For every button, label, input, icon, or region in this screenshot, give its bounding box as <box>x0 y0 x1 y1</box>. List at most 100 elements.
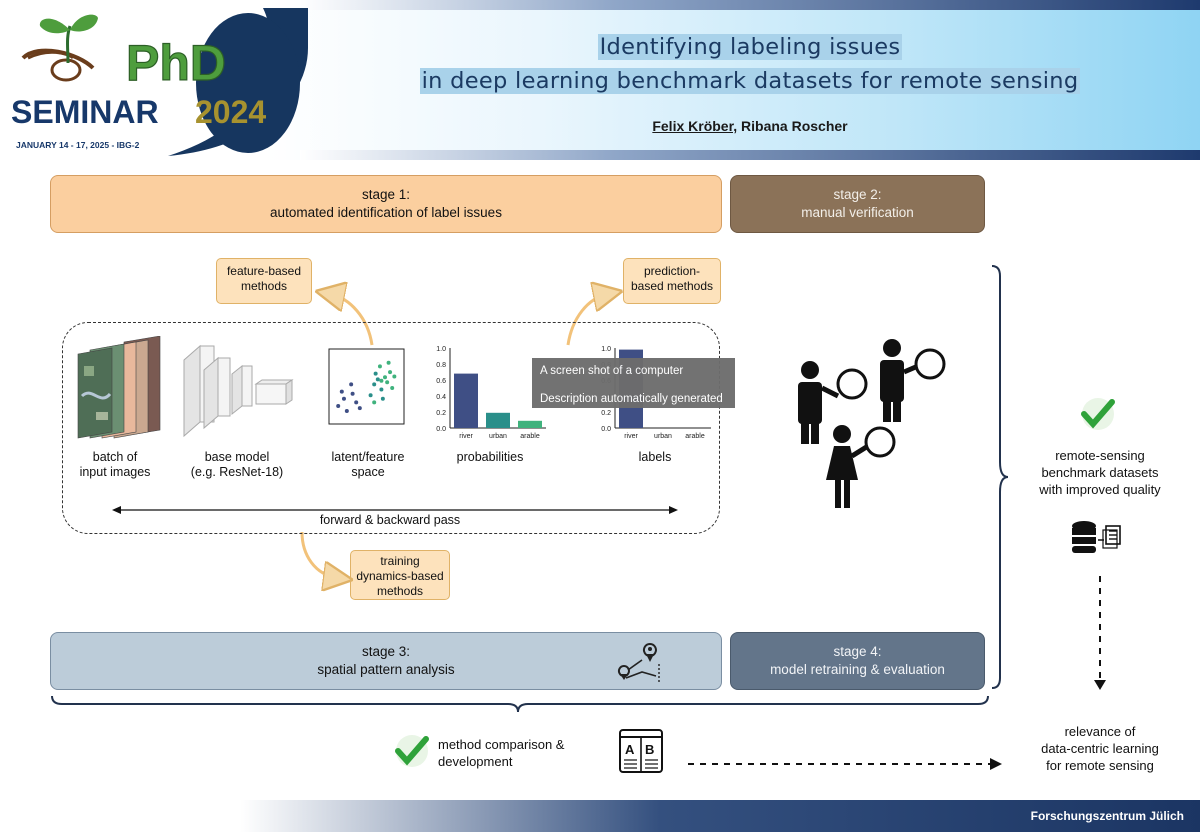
latent-space-label-1: latent/feature <box>331 450 405 464</box>
ab-icon-a: A <box>625 742 635 757</box>
probabilities-label: probabilities <box>456 450 524 464</box>
base-model-icon <box>183 344 294 438</box>
latent-space-label-2: space <box>351 465 385 479</box>
prob-ytick-4: 0.8 <box>436 362 446 369</box>
relevance-line-2: data-centric learning <box>1041 741 1159 756</box>
scatter-point-teal-5 <box>380 396 385 401</box>
label-ytick-1: 0.2 <box>601 410 611 417</box>
logo-seed <box>50 58 82 82</box>
scatter-point-dark-3 <box>350 391 355 396</box>
right-curly-brace <box>991 265 1009 689</box>
vertical-dashed-arrow <box>1094 576 1106 690</box>
prob-ytick-0: 0.0 <box>436 426 446 433</box>
logo-date-text: JANUARY 14 - 17, 2025 - IBG-2 <box>16 140 140 150</box>
stage-4-box: stage 4: model retraining & evaluation <box>730 632 985 690</box>
feature-method-line2: methods <box>240 279 288 293</box>
tooltip-line-2: Description automatically generated <box>540 393 723 405</box>
prob-bar-urban <box>486 412 510 428</box>
method-comparison-text: method comparison &development <box>438 736 598 770</box>
input-images-label-1: batch of <box>92 450 138 464</box>
base-model-label-1: base model <box>204 450 270 464</box>
stage-2-desc: manual verification <box>801 205 914 220</box>
phd-seminar-logo: PhD SEMINAR 2024 JANUARY 14 - 17, 2025 -… <box>11 8 308 156</box>
footer-institution: Forschungszentrum Jülich <box>1030 809 1184 823</box>
scatter-point-teal-1 <box>375 377 380 382</box>
title-line-2: in deep learning benchmark datasets for … <box>419 68 1081 94</box>
scatter-point-green-2 <box>388 370 393 375</box>
quality-line-1: remote-sensing <box>1055 448 1145 463</box>
stage-2-title: stage 2: <box>833 187 882 202</box>
stage-3-box: stage 3:spatial pattern analysis <box>50 632 722 690</box>
prediction-method-line1: prediction- <box>643 264 701 278</box>
stage-3-desc: spatial pattern analysis <box>317 662 455 677</box>
prob-ytick-2: 0.4 <box>436 394 446 401</box>
logo-seminar-text: SEMINAR <box>11 94 159 130</box>
header-bottom-stripe <box>300 150 1200 160</box>
prob-ytick-3: 0.6 <box>436 378 446 385</box>
logo-leaf-left <box>39 18 70 34</box>
arrow-to-training-methods <box>300 531 338 578</box>
ab-comparison-icon: A B <box>619 729 663 773</box>
stage-4-desc: model retraining & evaluation <box>770 662 945 677</box>
pipeline-dashed-box <box>62 322 720 534</box>
latent-space-scatter-chart <box>328 348 405 425</box>
stage-2-box: stage 2: manual verification <box>730 175 985 233</box>
scatter-frame <box>328 348 405 425</box>
training-method-line1: training <box>380 554 420 568</box>
scatter-point-dark-7 <box>349 382 354 387</box>
relevance-line-1: relevance of <box>1064 724 1136 739</box>
logo-stem <box>66 25 72 64</box>
stage-1-box: stage 1:automated identification of labe… <box>50 175 722 233</box>
title-line-1: Identifying labeling issues <box>597 34 903 60</box>
scatter-point-teal-2 <box>379 387 384 392</box>
method-line-2: development <box>438 754 513 769</box>
training-method-line2: dynamics-based <box>356 569 444 583</box>
relevance-line-3: for remote sensing <box>1046 758 1154 773</box>
title-line-2-wrap: in deep learning benchmark datasets for … <box>0 68 1200 94</box>
spatial-pattern-icon <box>617 643 660 682</box>
base-model-label: base model(e.g. ResNet-18) <box>176 450 298 480</box>
logo-phd-text: PhD <box>126 35 226 91</box>
scatter-point-green-3 <box>385 380 390 385</box>
relevance-text: relevance of data-centric learning for rem… <box>1010 723 1190 774</box>
prob-bar-river <box>454 373 478 428</box>
quality-line-2: benchmark datasets <box>1041 465 1159 480</box>
scatter-point-green-6 <box>390 386 395 390</box>
label-xtick-arable: arable <box>685 433 705 440</box>
scatter-point-green-7 <box>372 400 377 405</box>
label-ytick-0: 0.0 <box>601 426 611 433</box>
forward-backward-label: forward & backward pass <box>319 513 461 527</box>
scatter-point-green-5 <box>379 378 384 383</box>
ab-icon-b: B <box>645 742 654 757</box>
prob-xtick-arable: arable <box>520 433 540 440</box>
tooltip-line-1: A screen shot of a computer <box>540 365 684 377</box>
header-top-stripe <box>300 0 1200 10</box>
training-method-line3: methods <box>376 584 424 598</box>
label-xtick-urban: urban <box>654 433 672 440</box>
scatter-point-teal-4 <box>373 371 378 376</box>
person-left-icon <box>798 361 868 444</box>
scatter-point-dark-5 <box>339 389 344 394</box>
authors: Felix Kröber, Ribana Roscher <box>530 118 970 134</box>
footer-bar <box>0 800 1200 832</box>
check-icon-quality <box>1081 398 1115 430</box>
input-images-label-2: input images <box>79 465 151 479</box>
author-2: Ribana Roscher <box>737 118 848 134</box>
prediction-method-line2: based methods <box>630 279 714 293</box>
scatter-point-dark-4 <box>354 400 359 405</box>
base-model-label-2: (e.g. ResNet-18) <box>190 465 284 479</box>
labels-label: labels <box>638 450 672 464</box>
prob-xtick-river: river <box>459 433 473 440</box>
database-documents-icon <box>1072 521 1121 553</box>
scatter-point-teal-0 <box>372 382 377 387</box>
stage-4-title: stage 4: <box>833 644 882 659</box>
logo-circle <box>196 13 300 153</box>
stage-1-title: stage 1: <box>361 187 411 202</box>
title-line-1-wrap: Identifying labeling issues <box>0 34 1200 60</box>
manual-verification-people-icon <box>798 339 946 508</box>
